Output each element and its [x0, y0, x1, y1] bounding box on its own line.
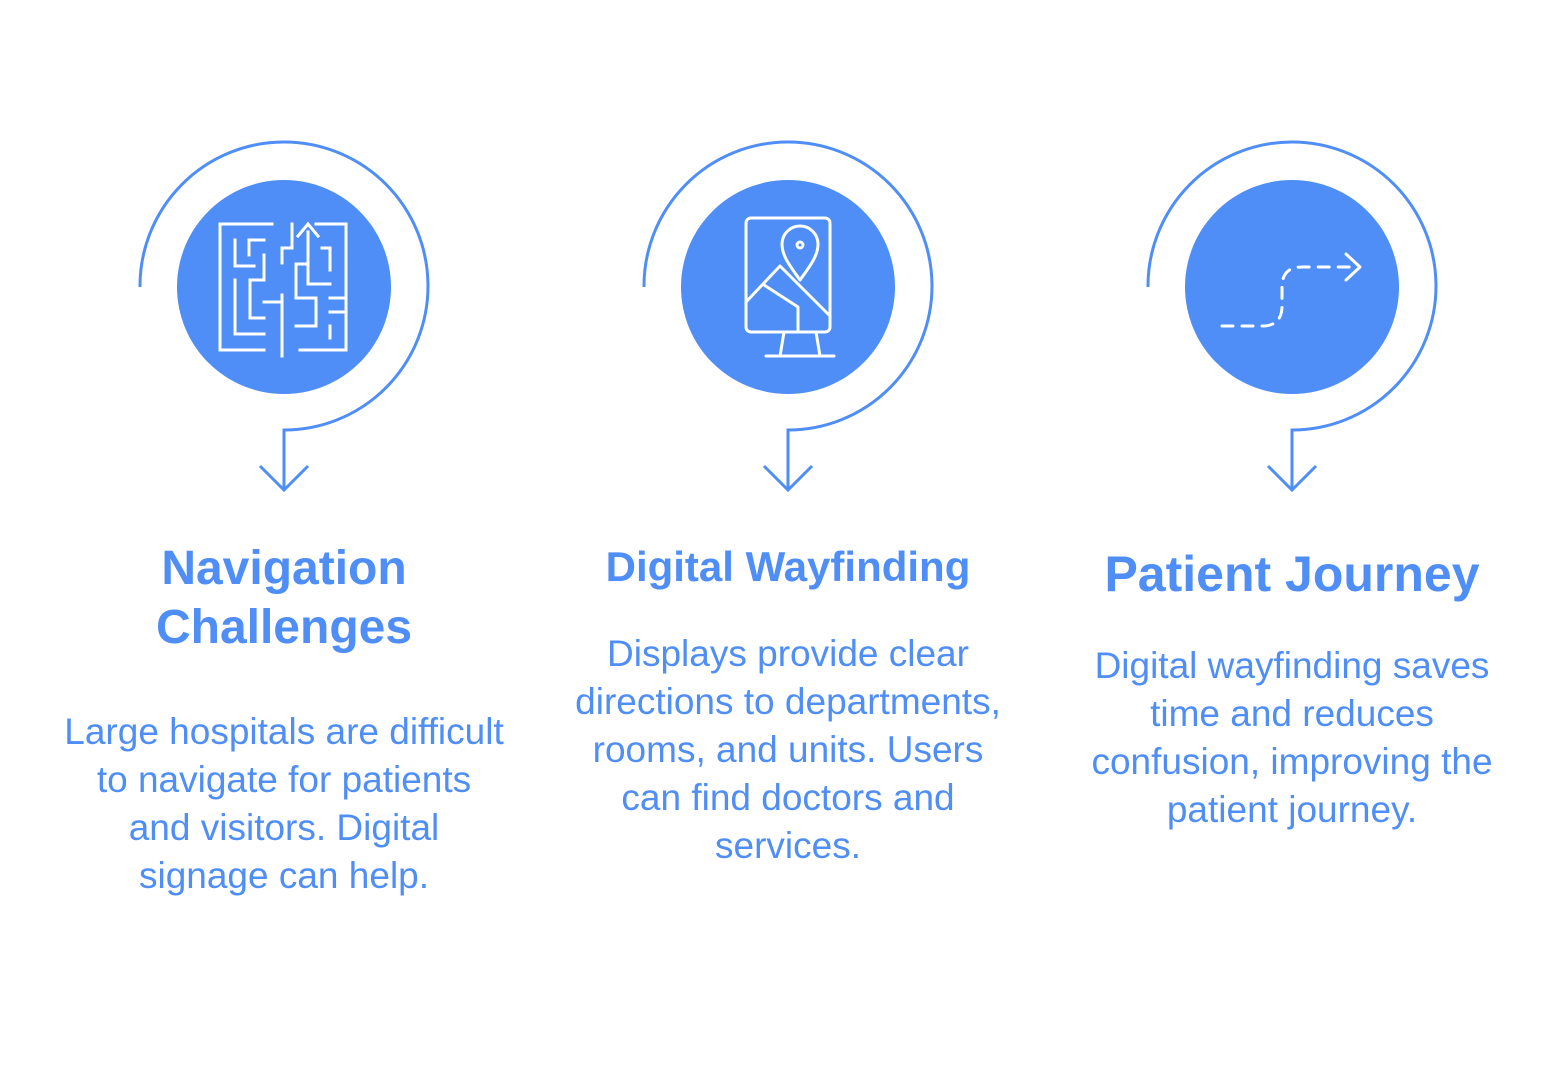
arrow-down-icon [258, 464, 310, 493]
step-title: Patient Journey [1104, 546, 1480, 602]
step-navigation-challenges: Navigation Challenges Large hospitals ar… [24, 0, 544, 1092]
icon-circle [177, 180, 391, 394]
step-digital-wayfinding: Digital Wayfinding Displays provide clea… [528, 0, 1048, 1092]
arc-arrow [1146, 140, 1438, 490]
step-patient-journey: Patient Journey Digital wayfinding saves… [1032, 0, 1552, 1092]
arrow-down-icon [762, 464, 814, 493]
map-display-icon [744, 216, 836, 358]
maze-icon [218, 221, 348, 358]
arrow-down-icon [1266, 464, 1318, 493]
step-description: Displays provide clear directions to dep… [575, 633, 1001, 866]
step-graphic [138, 140, 430, 493]
icon-circle [681, 180, 895, 394]
step-graphic [642, 140, 934, 493]
arc-arrow [642, 140, 934, 490]
step-title: Navigation Challenges [155, 542, 413, 654]
step-description: Digital wayfinding saves time and reduce… [1091, 645, 1493, 830]
step-title: Digital Wayfinding [605, 543, 971, 590]
icon-circle [1185, 180, 1399, 394]
step-description: Large hospitals are difficult to navigat… [64, 711, 504, 896]
step-graphic [1146, 140, 1438, 493]
dashed-path-icon [1220, 252, 1362, 328]
arc-arrow [138, 140, 430, 490]
